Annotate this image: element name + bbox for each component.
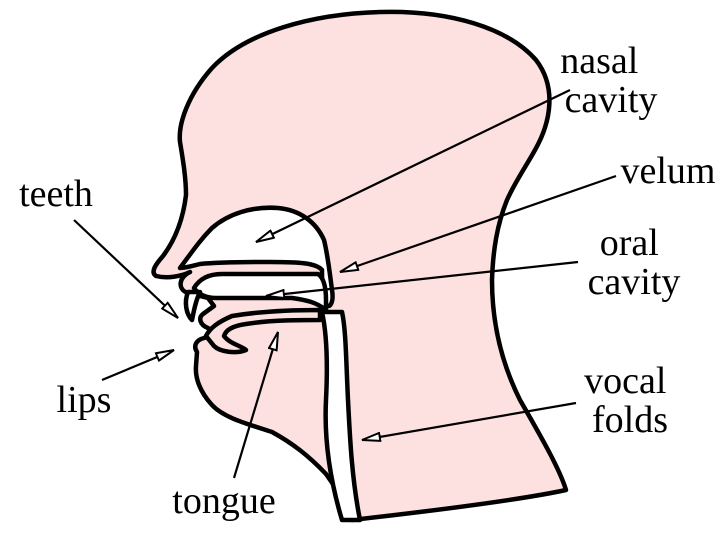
- upper-teeth-shape: [186, 292, 200, 320]
- oral-cavity-label-line1: oral: [600, 222, 659, 264]
- velum-label: velum: [621, 150, 716, 192]
- vocal-folds-label-line2: folds: [592, 399, 668, 441]
- tongue-label: tongue: [172, 480, 275, 522]
- lips-label: lips: [57, 379, 112, 421]
- vocal-folds-label: vocal folds: [584, 360, 676, 441]
- lips-pointer: [102, 350, 174, 380]
- teeth-label: teeth: [19, 173, 93, 215]
- oral-cavity-label: oral cavity: [588, 222, 681, 303]
- nasal-cavity-label-line2: cavity: [565, 79, 658, 121]
- oral-cavity-label-line2: cavity: [588, 261, 681, 303]
- nasal-cavity-label: nasal cavity: [560, 40, 657, 121]
- nasal-cavity-label-line1: nasal: [560, 40, 638, 82]
- vocal-folds-label-line1: vocal: [584, 360, 666, 402]
